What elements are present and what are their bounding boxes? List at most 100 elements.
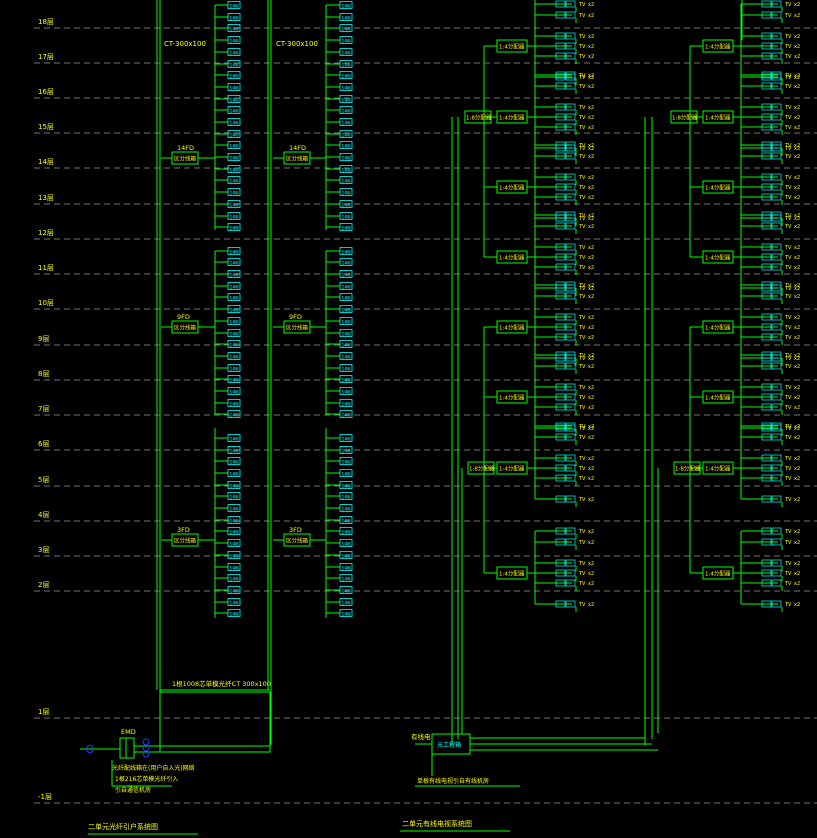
tv-outlet-label: TV (784, 294, 792, 300)
floor-label: 5层 (38, 476, 49, 484)
catv-tap-box (771, 362, 782, 370)
tv-outlet-count: x2 (588, 2, 594, 8)
catv-tap-box (565, 253, 576, 261)
tv-outlet-count: x2 (794, 315, 800, 321)
catv-tap-box (761, 538, 772, 546)
fiber-outlet-box (227, 200, 241, 208)
catv-tap-box (565, 474, 576, 482)
fiber-outlet-label: 1Φ8 (230, 3, 239, 9)
fiber-outlet-label: 1Φ8 (342, 120, 351, 126)
tv-outlet-label: TV (578, 356, 586, 362)
tv-outlet-count: x2 (588, 497, 594, 503)
fiber-outlet-box (339, 13, 353, 21)
distribution-box-name: 9FD (289, 313, 302, 321)
catv-tap-box (761, 422, 772, 430)
entry-connector-icon (86, 745, 94, 753)
tv-outlet-label: TV (578, 315, 586, 321)
tv-outlet-count: x2 (794, 195, 800, 201)
fiber-outlet-label: 1Φ8 (230, 225, 239, 231)
fiber-outlet-box (339, 574, 353, 582)
catv-tap-box (761, 103, 772, 111)
catv-splitter-4way (496, 180, 528, 194)
fiber-outlet-box (339, 282, 353, 290)
tv-outlet-label: TV (784, 476, 792, 482)
fiber-outlet-label: 1Φ8 (230, 483, 239, 489)
fiber-outlet-label: 1Φ8 (230, 518, 239, 524)
tv-outlet-count: x2 (794, 529, 800, 535)
tv-outlet-label: TV (784, 75, 792, 81)
fiber-outlet-box (227, 446, 241, 454)
fiber-outlet-label: 1Φ8 (230, 38, 239, 44)
floor-label: 10层 (38, 299, 54, 307)
catv-splitter-4way (702, 180, 734, 194)
tv-outlet-count: x2 (588, 175, 594, 181)
fiber-outlet-label: 1Φ8 (342, 167, 351, 173)
tv-outlet-label: TV (578, 424, 586, 430)
tv-outlet-count: x2 (588, 364, 594, 370)
tv-outlet-count: x2 (794, 154, 800, 160)
catv-splitter-label: 1:4分配器 (499, 465, 525, 473)
tv-outlet-count: x2 (794, 476, 800, 482)
catv-tap-box (761, 173, 772, 181)
floor-label: 14层 (38, 158, 54, 166)
catv-tap-box (565, 11, 576, 19)
fiber-outlet-label: 1Φ8 (230, 260, 239, 266)
catv-tap-box (555, 569, 566, 577)
catv-tap-box (555, 141, 566, 149)
catv-tap-box (771, 281, 782, 289)
fiber-outlet-box (227, 434, 241, 442)
fiber-outlet-box (339, 434, 353, 442)
fiber-outlet-box (227, 340, 241, 348)
tv-outlet-count: x2 (588, 245, 594, 251)
catv-tap-box (761, 323, 772, 331)
distribution-box-label: 区分线箱 (286, 324, 309, 332)
catv-tap-box (761, 579, 772, 587)
fiber-outlet-label: 1Φ8 (230, 284, 239, 290)
fiber-outlet-label: 1Φ8 (230, 120, 239, 126)
tv-outlet-count: x2 (794, 364, 800, 370)
catv-tap-box (565, 183, 576, 191)
catv-splitter-4way (702, 566, 734, 580)
catv-tap-box (555, 183, 566, 191)
catv-tap-box (555, 123, 566, 131)
tv-outlet-count: x2 (588, 540, 594, 546)
catv-splitter-main-label: 1:8分配器 (466, 114, 492, 122)
tv-outlet-label: TV (784, 356, 792, 362)
tv-outlet-label: TV (578, 265, 586, 271)
tv-outlet-label: TV (578, 13, 586, 19)
catv-splitter-4way (496, 566, 528, 580)
tv-outlet-label: TV (784, 405, 792, 411)
tv-outlet-label: TV (578, 255, 586, 261)
fiber-outlet-box (339, 586, 353, 594)
tv-outlet-label: TV (578, 216, 586, 222)
fiber-outlet-box (227, 165, 241, 173)
distribution-box (171, 320, 199, 334)
catv-tap-box (761, 253, 772, 261)
catv-tap-box (761, 42, 772, 50)
fiber-outlet-box (339, 563, 353, 571)
tv-outlet-count: x2 (794, 54, 800, 60)
fiber-outlet-box (227, 527, 241, 535)
fiber-outlet-label: 1Φ8 (342, 436, 351, 442)
fiber-outlet-label: 1Φ8 (230, 366, 239, 372)
fiber-outlet-label: 1Φ8 (342, 38, 351, 44)
fiber-outlet-label: 1Φ8 (230, 249, 239, 255)
catv-tap-box (761, 152, 772, 160)
tv-outlet-count: x2 (794, 146, 800, 152)
catv-tap-box (555, 0, 566, 8)
fiber-outlet-label: 1Φ8 (230, 506, 239, 512)
catv-tap-box (565, 333, 576, 341)
catv-tap-box (565, 292, 576, 300)
catv-entry-box (431, 733, 471, 755)
tv-outlet-count: x2 (588, 143, 594, 149)
tv-outlet-count: x2 (588, 146, 594, 152)
catv-tap-box (555, 600, 566, 608)
fiber-outlet-label: 1Φ8 (230, 401, 239, 407)
tv-outlet-count: x2 (794, 84, 800, 90)
catv-splitter-label: 1:4分配器 (499, 43, 525, 51)
catv-tap-box (555, 292, 566, 300)
tv-outlet-label: TV (578, 435, 586, 441)
tv-outlet-count: x2 (588, 385, 594, 391)
fiber-outlet-box (227, 153, 241, 161)
fiber-outlet-label: 1Φ8 (230, 436, 239, 442)
